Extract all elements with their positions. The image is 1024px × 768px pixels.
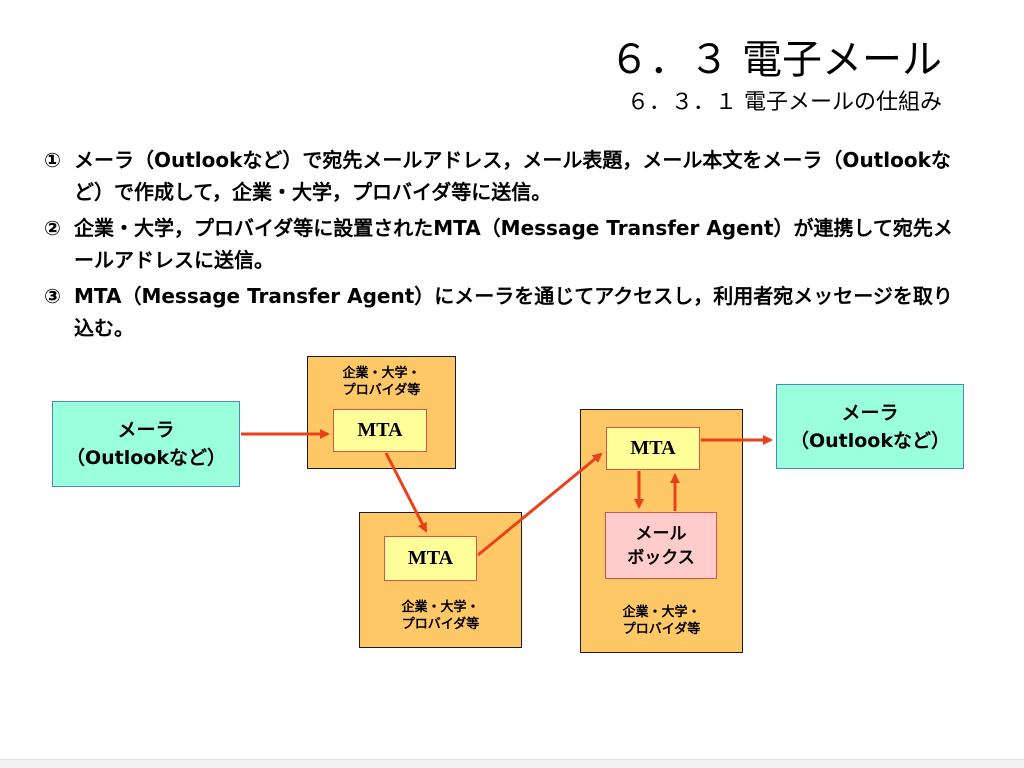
list-item: ③ MTA（Message Transfer Agent）にメーラを通じてアクセ…	[44, 280, 964, 344]
receiver-mailer-sub: （Outlookなど）	[789, 429, 951, 452]
org-label-line: 企業・大学・	[622, 605, 701, 620]
page-title: ６．３ 電子メール	[609, 37, 942, 83]
mta-middle-box: MTA	[384, 536, 477, 581]
explanation-list: ① メーラ（Outlookなど）で宛先メールアドレス，メール表題，メール本文をメ…	[44, 144, 964, 348]
receiver-mailer-label: メーラ	[841, 401, 899, 424]
item-number: ②	[44, 216, 61, 240]
mta-label: MTA	[630, 437, 676, 459]
list-item: ② 企業・大学，プロバイダ等に設置されたMTA（Message Transfer…	[44, 212, 964, 276]
org-label-line: プロバイダ等	[401, 617, 480, 632]
org-top-label: 企業・大学・ プロバイダ等	[308, 365, 455, 399]
org-label-line: プロバイダ等	[622, 622, 701, 637]
mta-top-box: MTA	[333, 409, 427, 452]
org-right-label: 企業・大学・ プロバイダ等	[581, 604, 742, 638]
org-label-line: 企業・大学・	[342, 366, 421, 381]
mailbox-label: ボックス	[627, 547, 695, 568]
arrow-mta-middle-to-right	[477, 452, 603, 557]
item-number: ③	[44, 284, 61, 308]
item-text: MTA（Message Transfer Agent）にメーラを通じてアクセスし…	[74, 284, 953, 340]
mta-label: MTA	[357, 419, 403, 441]
footer-bar	[0, 759, 1024, 768]
org-middle-label: 企業・大学・ プロバイダ等	[360, 599, 521, 633]
mta-right-box: MTA	[606, 427, 700, 470]
item-number: ①	[44, 148, 61, 172]
item-text: 企業・大学，プロバイダ等に設置されたMTA（Message Transfer A…	[74, 216, 953, 272]
receiver-mailer-box: メーラ （Outlookなど）	[776, 384, 964, 469]
org-label-line: 企業・大学・	[401, 600, 480, 615]
org-label-line: プロバイダ等	[342, 383, 421, 398]
list-item: ① メーラ（Outlookなど）で宛先メールアドレス，メール表題，メール本文をメ…	[44, 144, 964, 208]
mailbox-box: メール ボックス	[605, 512, 717, 579]
sender-mailer-sub: （Outlookなど）	[65, 447, 227, 469]
arrow-mta-top-to-middle	[384, 452, 428, 533]
item-text: メーラ（Outlookなど）で宛先メールアドレス，メール表題，メール本文をメーラ…	[74, 148, 951, 204]
sender-mailer-label: メーラ	[117, 419, 175, 441]
mta-label: MTA	[407, 547, 454, 569]
page-subtitle: ６．３．１ 電子メールの仕組み	[627, 90, 942, 115]
sender-mailer-box: メーラ （Outlookなど）	[52, 401, 240, 487]
mailbox-label: メール	[635, 523, 687, 544]
